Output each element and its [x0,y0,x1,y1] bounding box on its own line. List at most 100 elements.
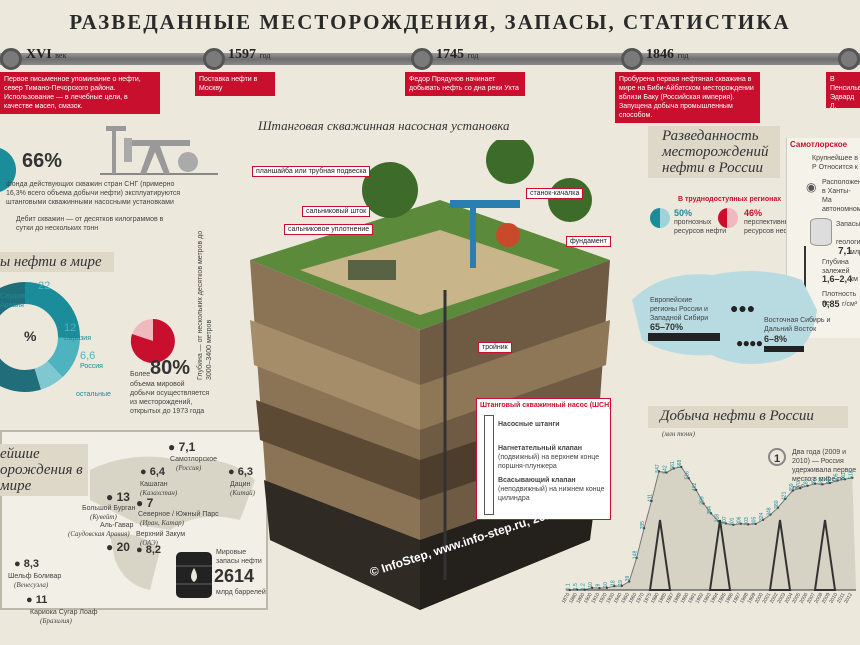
production-year-label: 1940 [613,592,624,605]
production-value-label: 306 [737,516,743,525]
prod-unit: (млн тонн) [662,430,695,438]
production-year-label: 1900 [583,592,594,605]
field-value: ● 8,3 [14,558,39,570]
p46-text: перспективных ресурсов нефти [744,219,797,235]
production-point [702,502,705,505]
production-year-label: 1994 [709,592,720,605]
production-value-label: 399 [700,496,706,505]
field-value: ● 7 [136,496,154,510]
production-year-label: 1960 [628,592,639,605]
field-name: Аль-Гавар [100,522,134,529]
cylinder-icon [810,218,832,246]
europe-bar [648,333,720,341]
field-value: ● 20 [106,540,130,554]
production-point [598,586,601,590]
valve-icon [621,48,643,70]
production-value-label: 10 [588,582,594,588]
pump-item: Всасывающий клапан [498,477,576,484]
p46-value: 46% [744,208,763,218]
production-value-label: 380 [774,500,780,509]
geo-value: 7,1 [838,246,852,257]
production-year-label: 2003 [776,592,787,605]
production-year-label: 1980 [650,592,661,605]
location-icon: ◉ [806,180,817,194]
depth-label: Глубина залежей [822,259,850,275]
production-point [724,522,728,525]
production-value-label: 303 [744,517,750,526]
production-year-label: 1988 [672,592,683,605]
pump-item: Нагнетательный клапан [498,445,583,452]
pie-label-name: Россия [80,363,103,370]
oil-drops-icon: ● ● ● [730,300,755,316]
production-value-label: 516 [685,471,691,480]
europe-value: 65–70% [650,322,684,332]
production-point [799,486,802,490]
valve-icon [0,48,22,70]
world-reserves-unit: млрд баррелей [216,589,266,596]
production-chart: 0.118701.518801.218901019009191010192018… [561,460,856,605]
production-point [642,527,646,530]
production-area [566,466,856,590]
production-value-label: 39 [625,576,631,582]
production-point [620,584,623,588]
valve-icon [838,48,860,70]
production-point [806,484,809,487]
production-value-label: 301 [729,517,735,526]
explored-title-bar [648,126,780,178]
label-tee: тройник [478,342,512,353]
production-point [754,522,757,526]
production-point [821,483,824,486]
valve-icon [203,48,225,70]
p50-value: 50% [674,208,693,218]
pump-box [476,398,611,520]
pump-title: Штанговый скважинный насос (ШСН) [480,402,612,409]
percent-circle [0,147,16,193]
production-point [687,477,690,480]
production-year-label: 2006 [799,592,810,605]
explored-title: Разведанность месторождений нефти в Росс… [662,128,769,176]
production-value-label: 511 [841,472,847,480]
production-point [791,489,794,492]
field-country: (Иран, Катар) [140,519,184,527]
percent-80-prefix: Более [130,371,151,378]
east-bar [764,346,804,352]
production-value-label: 18 [610,580,616,586]
production-point [732,523,735,526]
percent-80-text: объема мировой добычи осуществляется из … [130,381,210,415]
production-value-label: 505 [833,473,839,482]
production-year-label: 1998 [739,592,750,605]
production-value-label: 9 [595,583,601,586]
production-value-label: 19 [618,580,624,586]
field-country: (Китай) [230,489,255,497]
pie-label-value: 6,6 [80,350,96,362]
field-country: (Россия) [176,464,202,472]
production-year-label: 1993 [702,592,713,605]
production-value-label: 470 [796,481,802,490]
production-value-label: 318 [714,514,720,523]
production-point [628,580,631,583]
field-name: Кашаган [140,481,168,488]
field-value: ● 6,3 [228,466,253,478]
production-year-label: 1996 [724,592,735,605]
field-name: Шельф Боливар [8,573,62,580]
pump-item-desc: (неподвижный) на нижнем конце цилиндра [498,486,605,502]
world-title-bar [0,252,114,272]
world-reserves-value: 2614 [214,566,255,586]
production-year-label: 1991 [687,592,698,605]
density-unit: г/см³ [842,301,858,308]
production-value-label: 411 [648,494,654,502]
valve-icon [411,48,433,70]
timeline-year: 1597 год [228,47,271,62]
production-point [613,584,616,588]
pie-center-label: % [24,328,37,344]
p50-pie [650,208,670,228]
production-point [657,470,661,473]
production-year-label: 1890 [576,592,587,605]
production-year-label: 2001 [761,592,772,605]
production-value-label: 561 [670,461,676,470]
field-value: ● 6,4 [140,466,165,478]
prod-title-bar [648,406,848,428]
production-value-label: 491 [811,476,817,485]
timeline-text: Поставка нефти в Москву [195,72,275,96]
production-value-label: 0.1 [566,583,572,590]
